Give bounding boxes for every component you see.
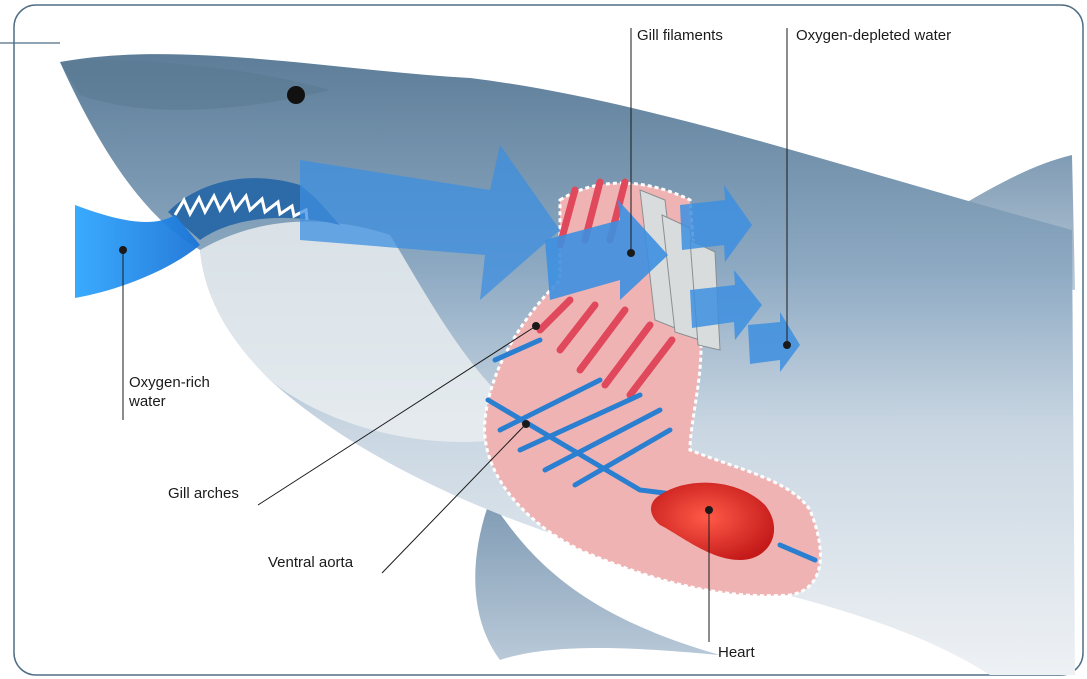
label-ventral-aorta: Ventral aorta — [268, 553, 353, 572]
eye — [287, 86, 305, 104]
label-gill-filaments: Gill filaments — [637, 26, 723, 45]
label-oxygen-depleted-water: Oxygen-depleted water — [796, 26, 951, 45]
label-oxygen-rich-water: Oxygen-rich water — [129, 373, 249, 411]
label-gill-arches: Gill arches — [168, 484, 239, 503]
label-heart: Heart — [718, 643, 755, 662]
